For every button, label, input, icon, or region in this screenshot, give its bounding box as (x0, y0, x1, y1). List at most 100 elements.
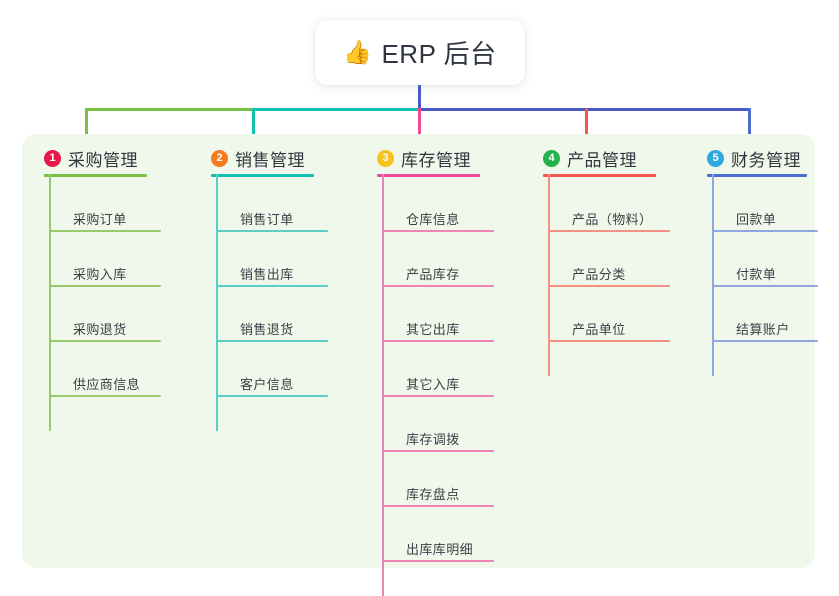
branch-leaf-item[interactable]: 采购退货 (49, 314, 161, 342)
branch-number-badge: 4 (543, 150, 560, 167)
branch-leaf-label: 回款单 (736, 212, 777, 227)
bus-segment-teal (252, 108, 419, 111)
branch-leaf-label: 采购入库 (73, 267, 127, 282)
root-node[interactable]: 👍 ERP 后台 (315, 20, 525, 85)
branch-number-badge: 2 (211, 150, 228, 167)
bus-segment-blue (418, 108, 750, 111)
branch-number-badge: 1 (44, 150, 61, 167)
branch-leaf-underline (548, 285, 670, 287)
branch-leaf-label: 供应商信息 (73, 377, 141, 392)
branch-trunk-line (49, 174, 51, 431)
branch-leaf-label: 采购订单 (73, 212, 127, 227)
branches-panel (22, 134, 815, 568)
branch-underline (44, 174, 147, 177)
branch-leaf-label: 其它入库 (406, 377, 460, 392)
branch-header-4[interactable]: 4 产品管理 (543, 146, 637, 171)
branch-leaf-underline (548, 340, 670, 342)
branch-leaf-item[interactable]: 产品分类 (548, 259, 670, 287)
branch-leaf-label: 产品库存 (406, 267, 460, 282)
branch-trunk-line (712, 174, 714, 376)
branch-leaf-item[interactable]: 其它入库 (382, 369, 494, 397)
branch-leaf-item[interactable]: 产品单位 (548, 314, 670, 342)
branch-leaf-underline (382, 395, 494, 397)
branch-leaf-label: 销售出库 (240, 267, 294, 282)
drop-connector-2 (252, 108, 255, 138)
branch-leaf-item[interactable]: 其它出库 (382, 314, 494, 342)
branch-leaf-label: 客户信息 (240, 377, 294, 392)
branch-leaf-underline (382, 560, 494, 562)
branch-underline (211, 174, 314, 177)
branch-leaf-item[interactable]: 采购入库 (49, 259, 161, 287)
bus-segment-green (85, 108, 253, 111)
branch-leaf-item[interactable]: 结算账户 (712, 314, 818, 342)
branch-number-badge: 3 (377, 150, 394, 167)
branch-leaf-label: 采购退货 (73, 322, 127, 337)
branch-leaf-label: 销售订单 (240, 212, 294, 227)
branch-title: 库存管理 (401, 151, 471, 170)
branch-leaf-underline (49, 230, 161, 232)
drop-connector-5 (748, 108, 751, 138)
branch-leaf-label: 产品单位 (572, 322, 626, 337)
branch-underline (377, 174, 480, 177)
branch-leaf-underline (49, 285, 161, 287)
branch-leaf-item[interactable]: 产品库存 (382, 259, 494, 287)
branch-trunk-line (382, 174, 384, 596)
branch-leaf-item[interactable]: 客户信息 (216, 369, 328, 397)
drop-connector-1 (85, 108, 88, 138)
branch-leaf-label: 库存调拨 (406, 432, 460, 447)
branch-number-badge: 5 (707, 150, 724, 167)
branch-underline (543, 174, 656, 177)
drop-connector-4 (585, 108, 588, 138)
branch-leaf-item[interactable]: 产品（物料） (548, 204, 670, 232)
branch-leaf-item[interactable]: 供应商信息 (49, 369, 161, 397)
branch-leaf-underline (712, 230, 818, 232)
root-stem-connector (418, 85, 421, 109)
branch-leaf-item[interactable]: 出库库明细 (382, 534, 494, 562)
branch-leaf-item[interactable]: 仓库信息 (382, 204, 494, 232)
branch-leaf-item[interactable]: 销售订单 (216, 204, 328, 232)
branch-leaf-item[interactable]: 销售退货 (216, 314, 328, 342)
branch-leaf-item[interactable]: 销售出库 (216, 259, 328, 287)
branch-leaf-underline (382, 340, 494, 342)
branch-leaf-label: 付款单 (736, 267, 777, 282)
branch-title: 销售管理 (235, 151, 305, 170)
branch-leaf-underline (216, 340, 328, 342)
branch-leaf-underline (216, 395, 328, 397)
branch-header-5[interactable]: 5 财务管理 (707, 146, 801, 171)
branch-leaf-label: 销售退货 (240, 322, 294, 337)
branch-leaf-label: 仓库信息 (406, 212, 460, 227)
branch-header-2[interactable]: 2 销售管理 (211, 146, 305, 171)
branch-leaf-label: 产品（物料） (572, 212, 653, 227)
branch-leaf-underline (216, 230, 328, 232)
branch-title: 产品管理 (567, 151, 637, 170)
branch-leaf-item[interactable]: 回款单 (712, 204, 818, 232)
branch-trunk-line (548, 174, 550, 376)
branch-leaf-underline (382, 450, 494, 452)
branch-leaf-label: 其它出库 (406, 322, 460, 337)
root-node-label: 👍 ERP 后台 (343, 34, 496, 71)
branch-leaf-item[interactable]: 付款单 (712, 259, 818, 287)
branch-leaf-label: 出库库明细 (406, 542, 474, 557)
root-node-text: ERP 后台 (381, 39, 497, 69)
branch-leaf-item[interactable]: 采购订单 (49, 204, 161, 232)
branch-leaf-underline (49, 340, 161, 342)
branch-trunk-line (216, 174, 218, 431)
drop-connector-3 (418, 108, 421, 138)
branch-leaf-label: 产品分类 (572, 267, 626, 282)
branch-leaf-label: 结算账户 (736, 322, 790, 337)
branch-leaf-underline (216, 285, 328, 287)
branch-leaf-label: 库存盘点 (406, 487, 460, 502)
branch-leaf-underline (382, 505, 494, 507)
branch-leaf-item[interactable]: 库存调拨 (382, 424, 494, 452)
branch-leaf-underline (712, 340, 818, 342)
branch-leaf-underline (49, 395, 161, 397)
branch-header-3[interactable]: 3 库存管理 (377, 146, 471, 171)
branch-leaf-underline (548, 230, 670, 232)
branch-underline (707, 174, 807, 177)
branch-leaf-underline (382, 285, 494, 287)
thumbs-up-emoji: 👍 (343, 39, 373, 65)
branch-title: 财务管理 (731, 151, 801, 170)
branch-leaf-item[interactable]: 库存盘点 (382, 479, 494, 507)
